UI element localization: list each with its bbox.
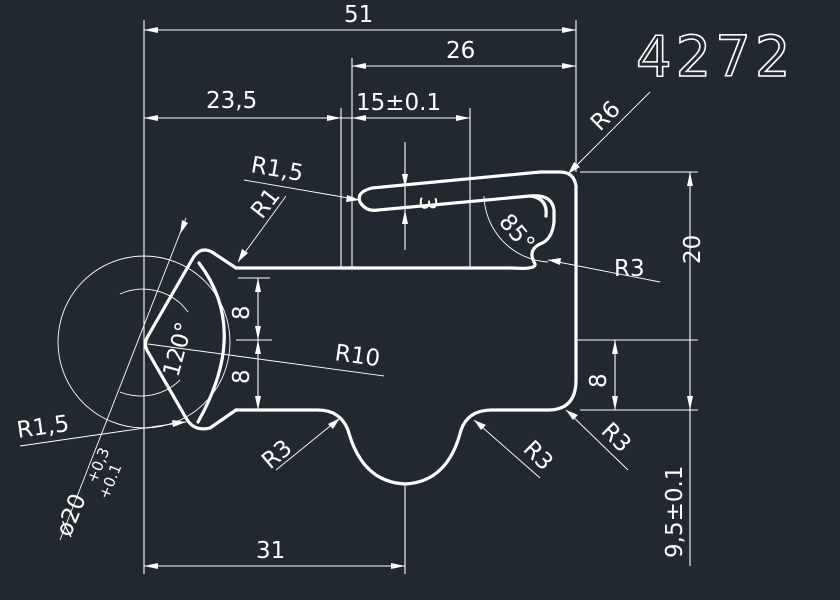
- angle-nose: 120°: [159, 319, 198, 379]
- dim-left-offset: 23,5: [206, 88, 257, 114]
- diameter-value: ø20: [51, 490, 91, 540]
- radius-r3-right: R3: [614, 256, 645, 282]
- dim-overall-width: 51: [344, 2, 373, 28]
- radius-r3-right-bottom: R3: [596, 418, 636, 458]
- construction-geometry: [57, 195, 549, 429]
- radius-r10: R10: [333, 340, 381, 372]
- radius-r1: R1: [246, 184, 285, 224]
- extension-lines: [143, 20, 698, 574]
- dim-bottom-left: 31: [256, 538, 285, 564]
- dim-slot-offset: 26: [446, 38, 475, 64]
- dim-height-right: 20: [680, 235, 706, 264]
- dim-left-upper: 8: [229, 305, 255, 320]
- dim-slot-width: 15±0.1: [356, 90, 441, 116]
- profile-outline: [143, 170, 578, 486]
- radius-r6: R6: [586, 96, 626, 136]
- part-number: 4272: [636, 25, 795, 90]
- dim-left-lower: 8: [229, 369, 255, 384]
- dim-slot-height: 3: [414, 196, 440, 211]
- dim-bottom-height: 9,5±0.1: [662, 466, 688, 558]
- radius-r1-5-top: R1,5: [249, 152, 305, 187]
- dim-lower-right: 8: [586, 373, 612, 388]
- radius-r3-mid-bottom: R3: [518, 436, 558, 476]
- radius-r3-left-bottom: R3: [257, 435, 297, 475]
- dimension-lines: [144, 27, 693, 569]
- radius-r1-5-left: R1,5: [15, 411, 71, 444]
